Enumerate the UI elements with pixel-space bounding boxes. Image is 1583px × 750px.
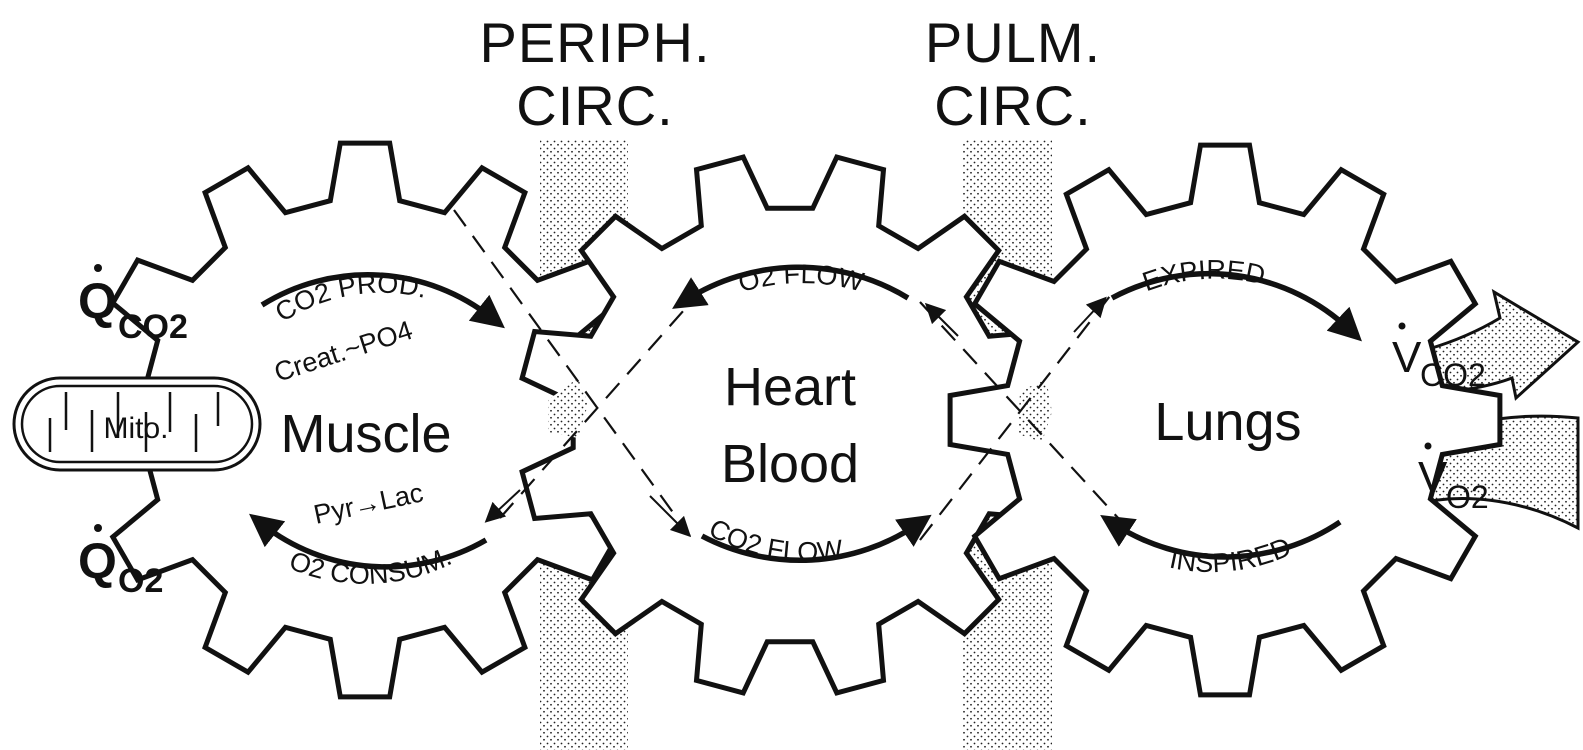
- muscle-label: Muscle: [280, 404, 451, 464]
- svg-text:Q: Q: [78, 273, 117, 329]
- svg-text:O2: O2: [1446, 479, 1489, 515]
- svg-text:CO2: CO2: [118, 308, 188, 346]
- mito-label: Mito.: [103, 412, 168, 445]
- periph-header-line1: PERIPH.: [479, 11, 710, 74]
- pulm-header-line2: CIRC.: [934, 74, 1091, 137]
- blood-label: Blood: [721, 434, 859, 494]
- svg-text:V: V: [1418, 453, 1448, 502]
- svg-text:V: V: [1392, 333, 1422, 382]
- heart-label: Heart: [724, 357, 856, 417]
- svg-text:O2: O2: [118, 562, 163, 600]
- periph-header-line2: CIRC.: [516, 74, 673, 137]
- svg-text:CO2: CO2: [1420, 357, 1486, 393]
- mitochondrion: Mito.: [14, 378, 260, 470]
- pulm-header-line1: PULM.: [925, 11, 1101, 74]
- svg-text:Q: Q: [78, 533, 117, 589]
- lungs-label: Lungs: [1154, 392, 1301, 452]
